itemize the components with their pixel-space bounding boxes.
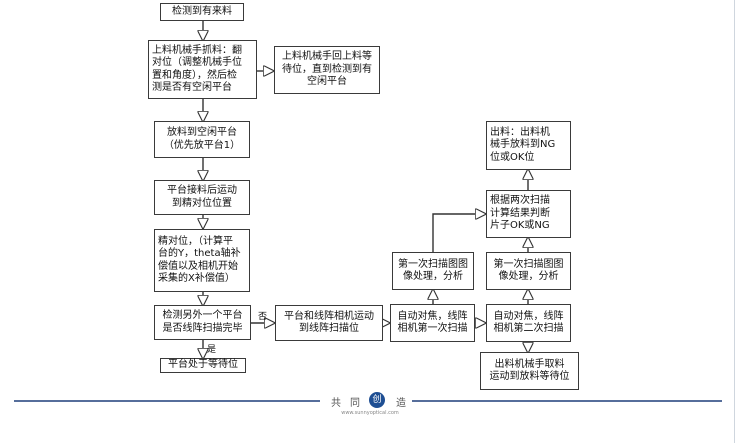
edge-label-no: 否 — [258, 312, 268, 322]
node-first-scan: 自动对焦，线阵 相机第一次扫描 — [390, 304, 475, 342]
node-loader-pick-align: 上料机械手抓料：翻 对位（调整机械手位 置和角度），然后检 测是否有空闲平台 — [148, 40, 257, 99]
node-place-free-platform: 放料到空闲平台 （优先放平台1） — [154, 121, 250, 158]
edge-label-yes: 是 — [207, 345, 217, 355]
right-border — [734, 0, 735, 443]
node-fine-align: 精对位，（计算平 台的Y，theta轴补 偿值以及相机开始 采集的X补偿值） — [154, 229, 250, 292]
node-loader-return-wait: 上料机械手回上料等 待位，直到检测到有 空闲平台 — [274, 46, 380, 94]
footer-logo-icon: 创 — [369, 392, 385, 408]
node-check-other-platform: 检测另外一个平台 是否线阵扫描完毕 — [154, 305, 251, 340]
node-second-scan: 自动对焦，线阵 相机第二次扫描 — [486, 304, 571, 342]
footer-char-2: 同 — [350, 398, 361, 409]
node-platform-wait: 平台处于等待位 — [160, 358, 246, 373]
node-incoming-detected: 检测到有来料 — [160, 3, 244, 21]
node-platform-to-fine-align: 平台接料后运动 到精对位位置 — [154, 180, 250, 215]
footer-url: www.sunnyoptical.com — [341, 410, 399, 416]
node-unload: 出料：出料机 械手放料到NG 位或OK位 — [486, 121, 571, 170]
node-move-to-scan: 平台和线阵相机运动 到线阵扫描位 — [275, 305, 383, 341]
node-judge-ok-ng: 根据两次扫描 计算结果判断 片子OK或NG — [486, 190, 571, 238]
node-second-image-process: 第一次扫描图图 像处理，分析 — [486, 252, 571, 290]
node-first-image-process: 第一次扫描图图 像处理，分析 — [392, 252, 474, 290]
arrow-n11-n14 — [432, 214, 485, 252]
node-unloader-pick: 出料机械手取料 运动到放料等待位 — [480, 352, 579, 390]
footer-char-3: 造 — [396, 398, 407, 409]
footer-char-1: 共 — [331, 398, 342, 409]
